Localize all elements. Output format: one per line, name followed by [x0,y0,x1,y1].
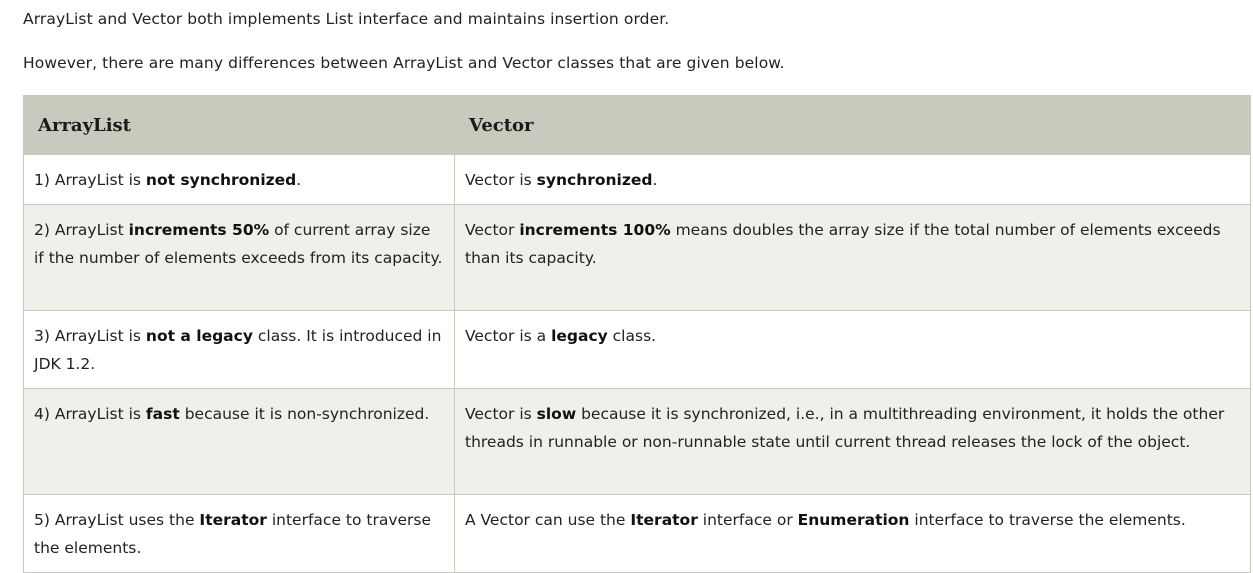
cell-text: means doubles the array size if the tota… [465,221,1221,267]
cell-vector: Vector is slow because it is synchronize… [454,388,1251,495]
cell-text: 4) ArrayList is [34,405,146,423]
cell-text: interface to traverse the elements. [34,511,432,557]
table-row: 2) ArrayList increments 50% of current a… [23,204,1251,311]
cell-text: 5) ArrayList uses the [34,511,200,529]
emphasis-text: Iterator [199,511,267,529]
cell-text: class. It is introduced in JDK 1.2. [34,327,442,373]
cell-arraylist: 3) ArrayList is not a legacy class. It i… [23,310,455,389]
cell-text: A Vector can use the [465,511,631,529]
cell-arraylist: 2) ArrayList increments 50% of current a… [23,204,455,311]
cell-text: . [652,171,658,189]
emphasis-text: not a legacy [145,327,253,345]
cell-vector: Vector is a legacy class. [454,310,1251,389]
emphasis-text: Enumeration [797,511,910,529]
cell-text: . [296,171,302,189]
intro-text-2: However, there are many differences betw… [23,54,785,72]
table-row: 1) ArrayList is not synchronized. Vector… [23,154,1251,205]
cell-text: interface to traverse the elements. [909,511,1186,529]
cell-arraylist: 5) ArrayList uses the Iterator interface… [23,494,455,573]
cell-vector: Vector increments 100% means doubles the… [454,204,1251,311]
emphasis-text: legacy [551,327,608,345]
cell-text: interface or [697,511,798,529]
emphasis-text: slow [536,405,577,423]
cell-arraylist: 4) ArrayList is fast because it is non-s… [23,388,455,495]
cell-text: Vector is [465,171,537,189]
table-row: 3) ArrayList is not a legacy class. It i… [23,310,1251,389]
header-vector: Vector [454,95,1251,155]
cell-arraylist: 1) ArrayList is not synchronized. [23,154,455,205]
cell-text: class. [607,327,657,345]
cell-text: because it is non-synchronized. [179,405,430,423]
cell-text: Vector is [465,405,537,423]
cell-vector: A Vector can use the Iterator interface … [454,494,1251,573]
emphasis-text: increments 50% [128,221,270,239]
cell-text: 3) ArrayList is [34,327,146,345]
emphasis-text: not synchronized [145,171,297,189]
emphasis-text: synchronized [536,171,653,189]
cell-text: because it is synchronized, i.e., in a m… [465,405,1225,451]
cell-text: of current array size if the number of e… [34,221,443,267]
table-row: 4) ArrayList is fast because it is non-s… [23,388,1251,495]
cell-text: Vector is a [465,327,552,345]
comparison-table: ArrayList Vector 1) ArrayList is not syn… [23,95,1251,573]
emphasis-text: Iterator [630,511,698,529]
emphasis-text: increments 100% [519,221,671,239]
emphasis-text: fast [145,405,180,423]
cell-text: 2) ArrayList [34,221,129,239]
cell-text: Vector [465,221,520,239]
cell-vector: Vector is synchronized. [454,154,1251,205]
table-header-row: ArrayList Vector [23,95,1251,155]
cell-text: 1) ArrayList is [34,171,146,189]
table-row: 5) ArrayList uses the Iterator interface… [23,494,1251,573]
intro-text-1: ArrayList and Vector both implements Lis… [23,10,670,28]
header-arraylist: ArrayList [23,95,455,155]
